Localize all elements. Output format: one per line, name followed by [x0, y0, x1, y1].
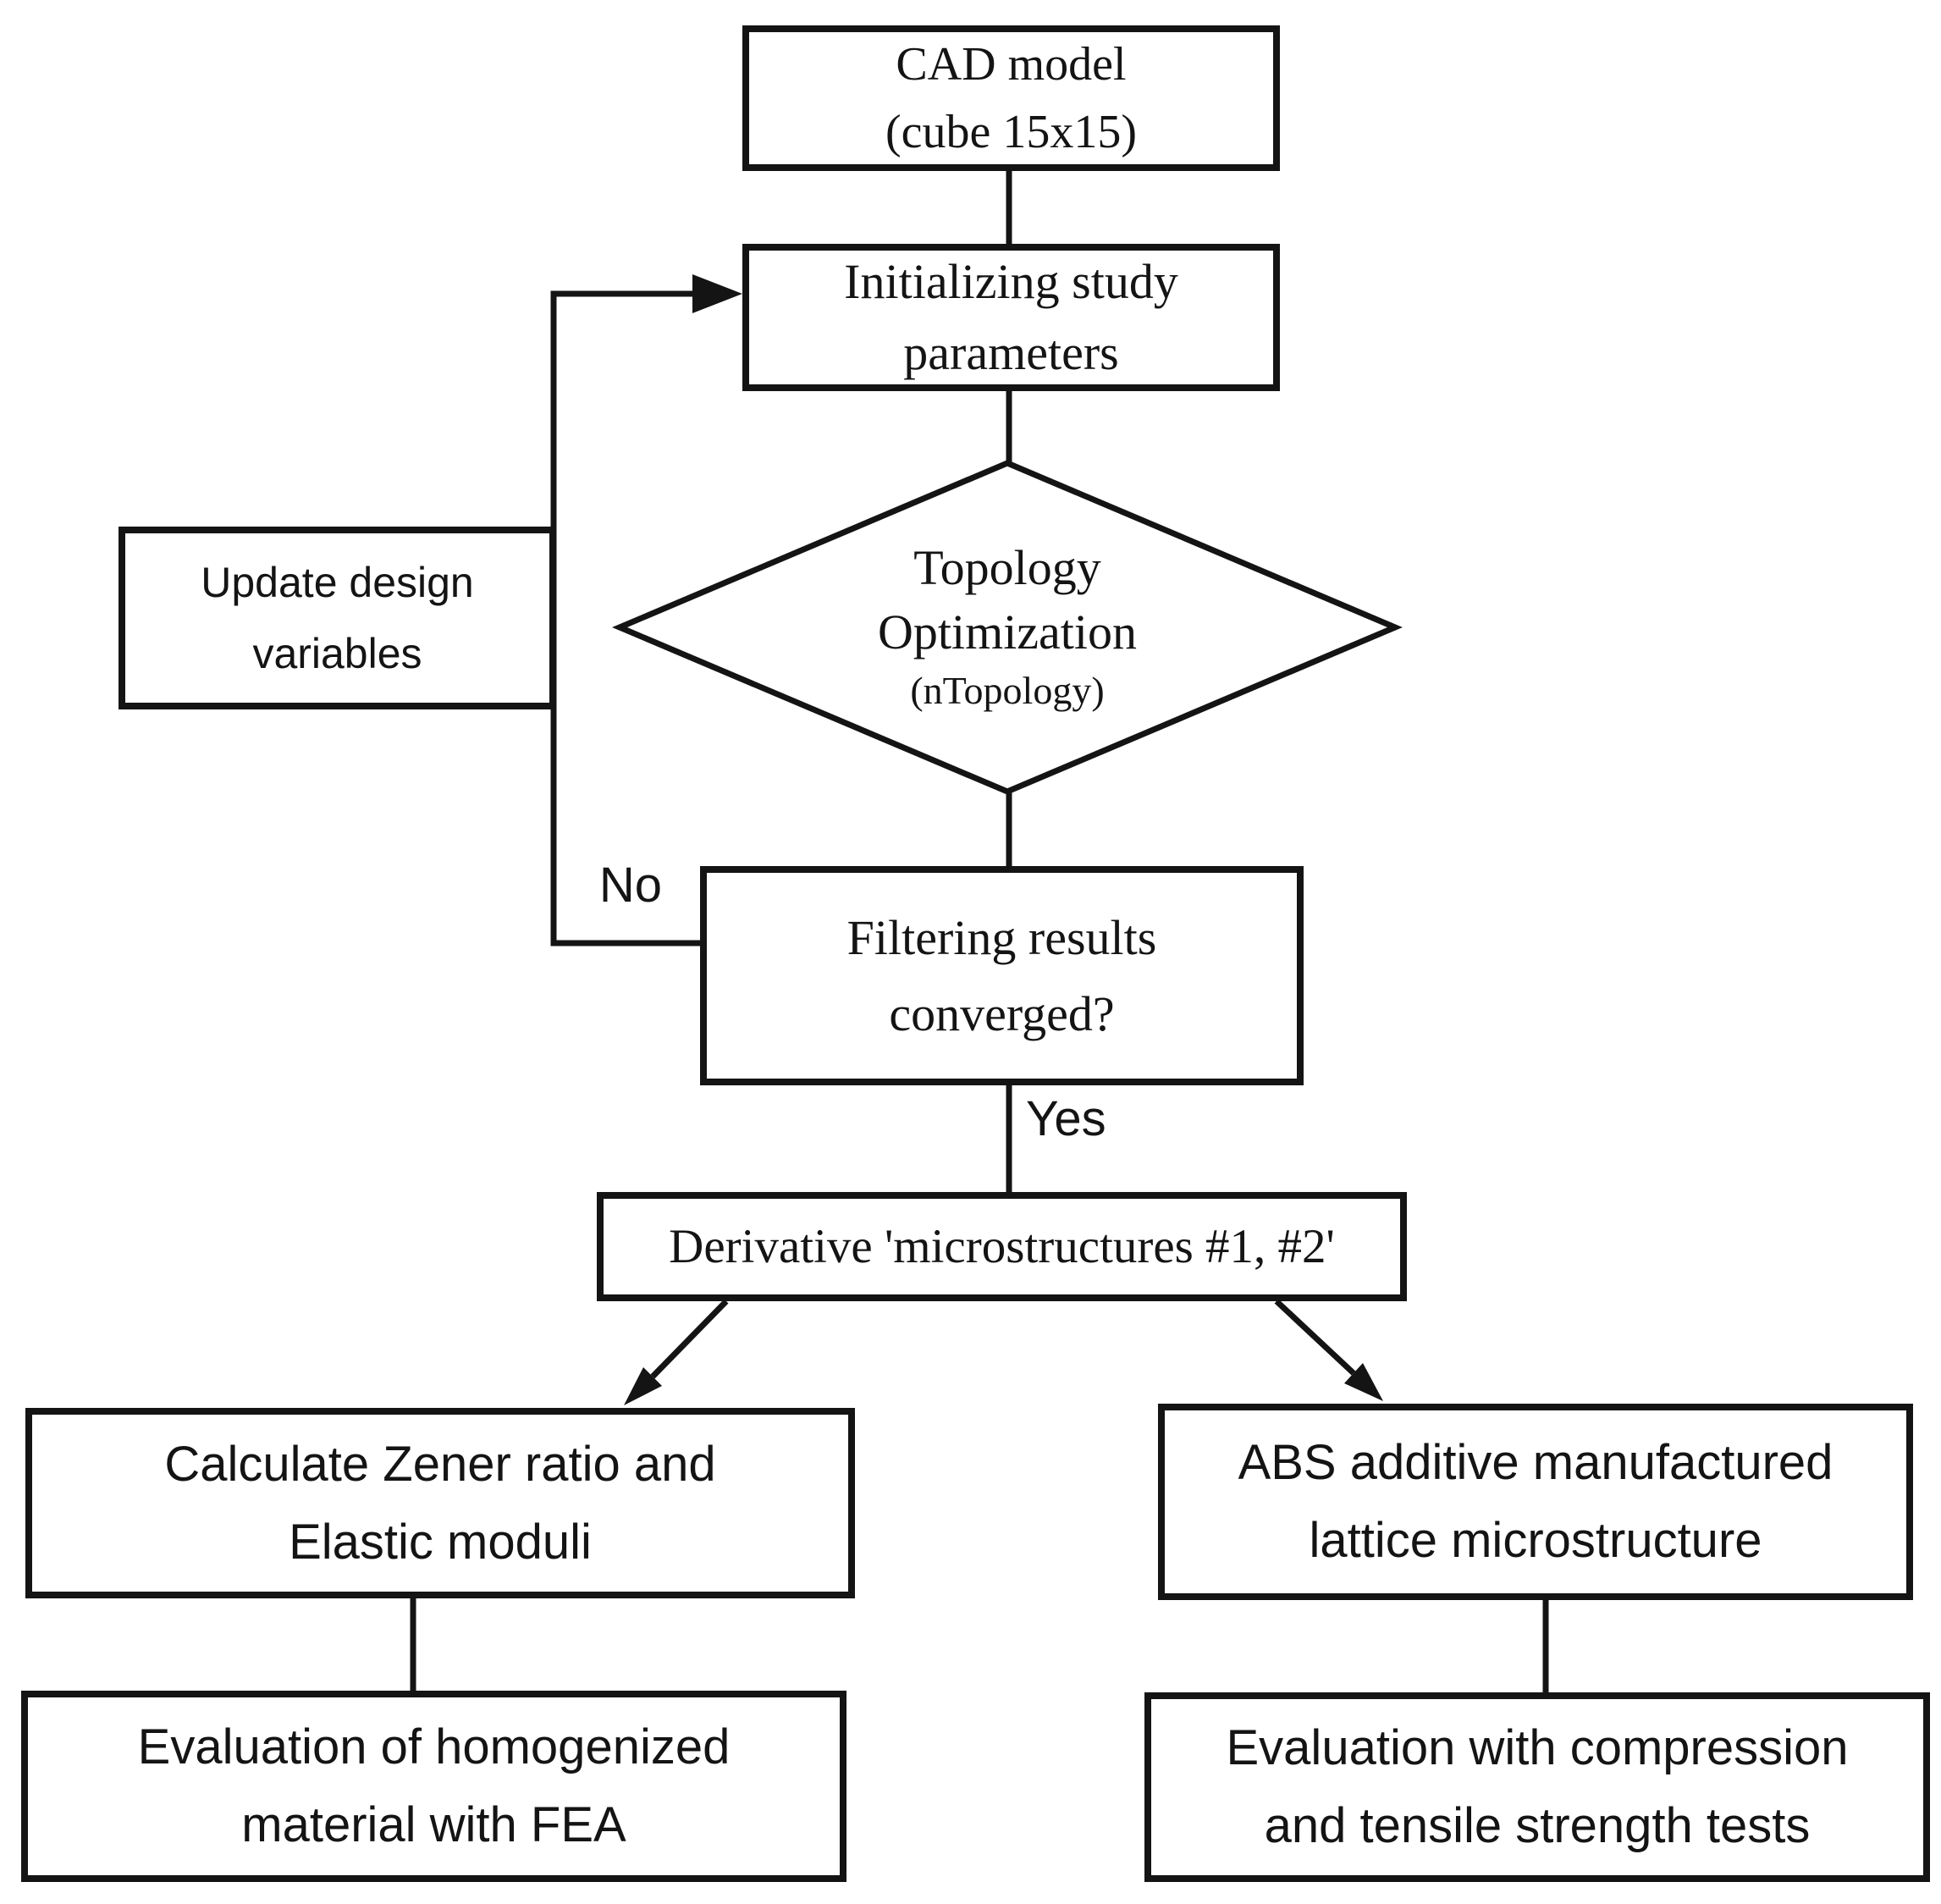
update-variables-node: Update design variables [119, 527, 556, 709]
filtering-line2: converged? [889, 985, 1115, 1041]
evaluation-fea-line1: Evaluation of homogenized [137, 1719, 731, 1774]
cad-model-line2: (cube 15x15) [885, 106, 1137, 158]
yes-label: Yes [1026, 1091, 1106, 1146]
arrowhead-into-abs [1344, 1363, 1383, 1401]
topology-line3: (nTopology) [910, 669, 1105, 712]
calculate-zener-node: Calculate Zener ratio and Elastic moduli [25, 1408, 855, 1598]
connector-derivative-abs [1274, 1299, 1356, 1376]
abs-lattice-line2: lattice microstructure [1309, 1513, 1762, 1568]
calculate-line1: Calculate Zener ratio and [164, 1436, 716, 1492]
cad-model-line1: CAD model [896, 38, 1127, 91]
evaluation-fea-node: Evaluation of homogenized material with … [21, 1691, 846, 1882]
arrowhead-into-initializing [692, 274, 742, 313]
initializing-node: Initializing study parameters [742, 244, 1280, 391]
topology-decision-node: Topology Optimization (nTopology) [753, 512, 1261, 741]
topology-line2: Optimization [877, 604, 1138, 660]
update-line2: variables [252, 630, 422, 677]
calculate-line2: Elastic moduli [289, 1514, 592, 1570]
evaluation-tests-line2: and tensile strength tests [1264, 1798, 1811, 1853]
no-label: No [598, 858, 663, 913]
filtering-line1: Filtering results [846, 909, 1157, 965]
evaluation-tests-line1: Evaluation with compression [1226, 1720, 1849, 1775]
abs-lattice-line1: ABS additive manufactured [1238, 1435, 1833, 1490]
initializing-line2: parameters [903, 325, 1119, 380]
topology-line1: Topology [913, 540, 1101, 595]
abs-lattice-node: ABS additive manufactured lattice micros… [1158, 1404, 1913, 1600]
derivative-node: Derivative 'microstructures #1, #2' [597, 1192, 1407, 1301]
update-line1: Update design [201, 559, 474, 606]
filtering-node: Filtering results converged? [700, 866, 1304, 1085]
cad-model-node: CAD model (cube 15x15) [742, 25, 1280, 171]
arrowhead-into-calculate [624, 1367, 662, 1405]
derivative-label: Derivative 'microstructures #1, #2' [669, 1219, 1335, 1273]
evaluation-fea-line2: material with FEA [241, 1797, 626, 1852]
initializing-line1: Initializing study [844, 254, 1178, 309]
evaluation-tests-node: Evaluation with compression and tensile … [1144, 1692, 1930, 1882]
connector-derivative-calc [650, 1299, 729, 1379]
